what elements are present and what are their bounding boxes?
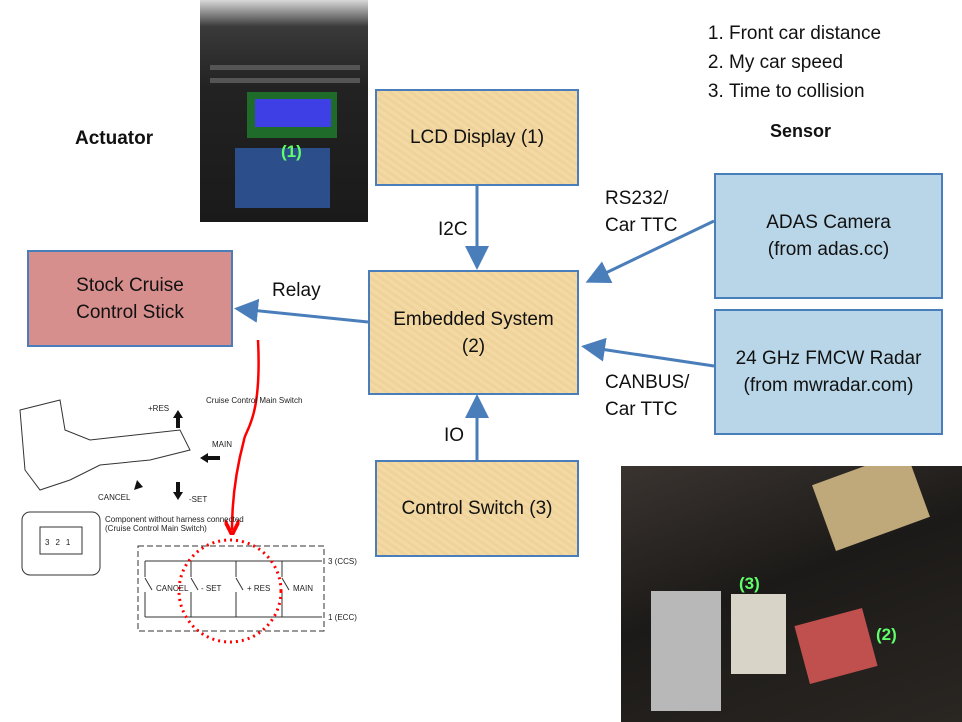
terminal-ccs: 3 (CCS) bbox=[328, 557, 357, 566]
embedded-system-box: Embedded System (2) bbox=[368, 270, 579, 395]
adas-camera-box: ADAS Camera (from adas.cc) bbox=[714, 173, 943, 299]
stock-label-1: Stock Cruise bbox=[76, 274, 184, 296]
actuator-heading: Actuator bbox=[75, 128, 154, 149]
output-list: Front car distance My car speed Time to … bbox=[695, 19, 881, 106]
lcd-display-box: LCD Display (1) bbox=[375, 89, 579, 186]
rs232-arrow bbox=[585, 219, 715, 284]
switch-set: - SET bbox=[201, 584, 222, 593]
red-pointer-arrow bbox=[232, 339, 260, 530]
pin: 1 bbox=[65, 538, 77, 547]
connector-pins: 321 bbox=[45, 538, 76, 547]
embedded-label: Embedded System bbox=[393, 308, 554, 330]
relay-arrow bbox=[234, 298, 369, 324]
photo-label-board: (2) bbox=[876, 625, 897, 644]
canbus-line2: Car TTC bbox=[605, 399, 678, 420]
rs232-line2: Car TTC bbox=[605, 215, 678, 236]
schematic-caption: Component without harness connected(Crui… bbox=[105, 515, 244, 533]
cancel-label: CANCEL bbox=[98, 493, 131, 502]
switch-cancel: CANCEL bbox=[156, 584, 189, 593]
cruise-schematic bbox=[19, 399, 325, 632]
radar-label: 24 GHz FMCW Radar bbox=[735, 348, 922, 369]
list-item: Time to collision bbox=[729, 77, 881, 106]
control-switch-label: Control Switch (3) bbox=[401, 498, 553, 519]
installation-photo: (3) (2) bbox=[621, 466, 962, 722]
pin: 2 bbox=[55, 538, 66, 547]
i2c-label: I2C bbox=[438, 219, 468, 240]
caption-line1: Component without harness connected bbox=[105, 515, 244, 524]
sensor-heading: Sensor bbox=[770, 121, 832, 141]
switch-main: MAIN bbox=[293, 584, 313, 593]
adas-label: ADAS Camera bbox=[766, 212, 891, 233]
red-dotted-circle bbox=[177, 538, 283, 644]
radar-box: 24 GHz FMCW Radar (from mwradar.com) bbox=[714, 309, 943, 435]
list-item: Front car distance bbox=[729, 19, 881, 48]
rs232-line1: RS232/ bbox=[605, 188, 669, 209]
res-label: +RES bbox=[148, 404, 170, 413]
stock-label-2: Control Stick bbox=[76, 301, 184, 323]
adas-source: (from adas.cc) bbox=[767, 239, 890, 260]
terminal-ecc: 1 (ECC) bbox=[328, 613, 357, 622]
schematic-title: Cruise Control Main Switch bbox=[206, 396, 303, 405]
rs232-label: RS232/Car TTC bbox=[605, 185, 677, 239]
set-label: -SET bbox=[189, 495, 208, 504]
switch-res: + RES bbox=[247, 584, 271, 593]
photo-label-switch: (3) bbox=[739, 574, 760, 593]
main-label: MAIN bbox=[212, 440, 232, 449]
canbus-line1: CANBUS/ bbox=[605, 372, 690, 393]
canbus-label: CANBUS/Car TTC bbox=[605, 369, 689, 423]
embedded-number: (2) bbox=[461, 335, 486, 357]
io-label: IO bbox=[444, 425, 465, 446]
radar-source: (from mwradar.com) bbox=[743, 375, 914, 396]
caption-line2: (Cruise Control Main Switch) bbox=[105, 524, 207, 533]
lcd-display-label: LCD Display (1) bbox=[409, 127, 545, 148]
pin: 3 bbox=[45, 538, 56, 547]
lcd-screen bbox=[255, 99, 331, 127]
canbus-arrow bbox=[581, 337, 715, 368]
photo-label-lcd: (1) bbox=[281, 142, 302, 161]
control-switch-box: Control Switch (3) bbox=[375, 460, 579, 557]
list-item: My car speed bbox=[729, 48, 881, 77]
relay-label: Relay bbox=[272, 280, 321, 301]
lcd-photo: (1) bbox=[200, 0, 368, 222]
